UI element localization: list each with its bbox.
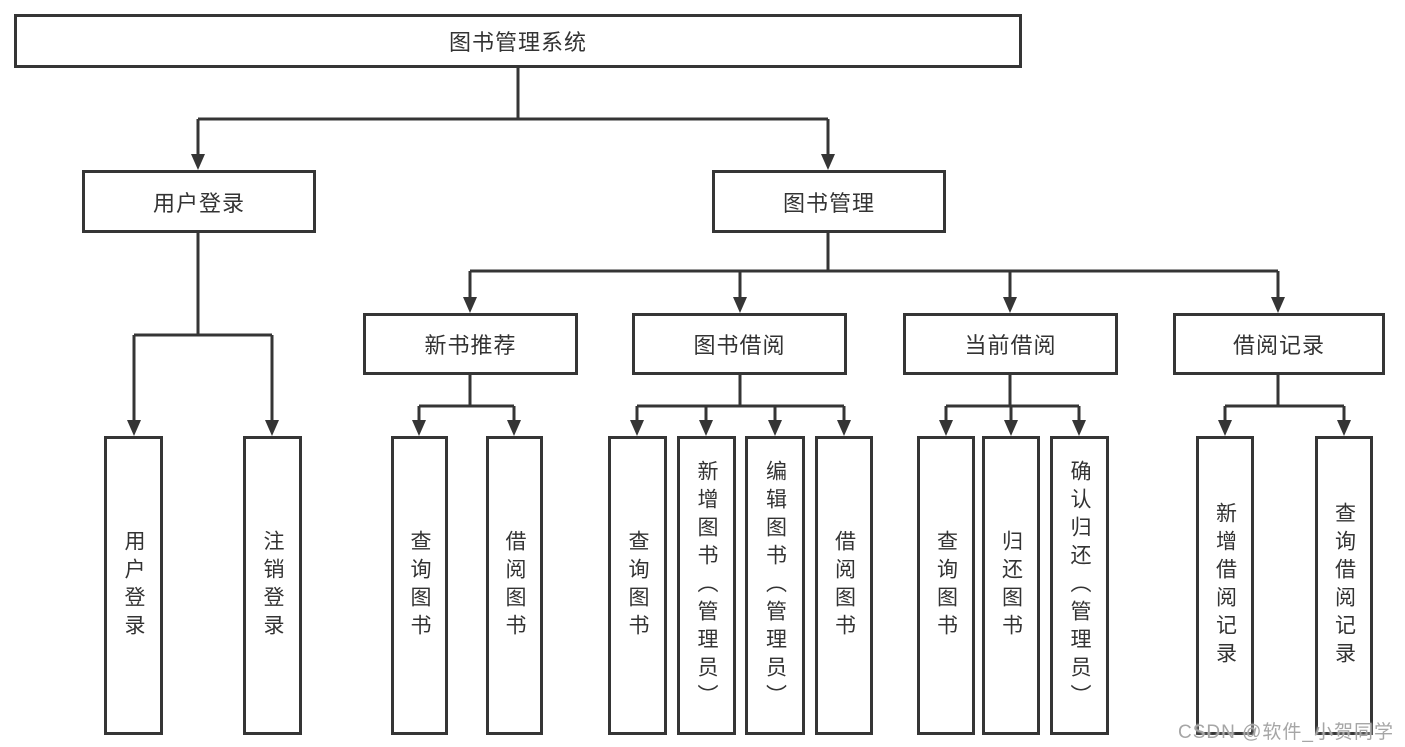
node-user-login-branch-label: 用户登录 [152,190,245,216]
leaf-logout-label: 注销登录 [261,529,284,642]
arrowhead-icon [733,297,747,313]
arrowhead-icon [1218,420,1232,436]
arrowhead-icon [1004,420,1018,436]
node-new-book-recommend-label: 新书推荐 [424,333,517,358]
leaf-query-books-current-label: 查询图书 [934,529,958,642]
arrowhead-icon [507,420,521,436]
leaf-user-login-label: 用户登录 [122,529,145,642]
leaf-add-books-admin: 新增图书（管理员） [677,436,736,735]
arrowhead-icon [1072,420,1086,436]
csdn-watermark: CSDN @软件_小贺同学 [1178,722,1394,743]
node-borrow-records-label: 借阅记录 [1232,333,1325,358]
leaf-query-books-borrow-label: 查询图书 [626,529,649,642]
leaf-add-borrow-record-label: 新增借阅记录 [1213,501,1237,670]
arrowhead-icon [265,420,279,436]
leaf-borrow-books-recommend: 借阅图书 [486,436,543,735]
leaf-query-books-borrow: 查询图书 [608,436,667,735]
leaf-borrow-books: 借阅图书 [815,436,873,735]
node-new-book-recommend: 新书推荐 [363,313,578,375]
arrowhead-icon [1337,420,1351,436]
node-root-system: 图书管理系统 [14,14,1022,68]
node-user-login-branch: 用户登录 [82,170,316,233]
leaf-query-borrow-record-label: 查询借阅记录 [1332,501,1356,670]
connector-current-borrow-children [939,375,1086,436]
leaf-query-books-recommend-label: 查询图书 [408,529,431,642]
node-book-management-branch: 图书管理 [712,170,946,233]
arrowhead-icon [821,154,835,170]
leaf-user-login: 用户登录 [104,436,163,735]
node-book-borrow: 图书借阅 [632,313,847,375]
leaf-edit-books-admin-label: 编辑图书（管理员） [763,459,787,712]
leaf-confirm-return-admin-label: 确认归还（管理员） [1068,459,1091,712]
arrowhead-icon [127,420,141,436]
node-borrow-records: 借阅记录 [1173,313,1385,375]
leaf-return-books: 归还图书 [982,436,1040,735]
connector-borrow-records-children [1218,375,1351,436]
arrowhead-icon [1003,297,1017,313]
leaf-add-books-admin-label: 新增图书（管理员） [695,459,718,712]
connector-book-borrow-children [630,375,851,436]
leaf-query-books-current: 查询图书 [917,436,975,735]
leaf-borrow-books-recommend-label: 借阅图书 [503,529,526,642]
node-current-borrow: 当前借阅 [903,313,1118,375]
leaf-query-books-recommend: 查询图书 [391,436,448,735]
arrowhead-icon [699,420,713,436]
node-book-borrow-label: 图书借阅 [693,333,786,358]
connector-root-to-level2 [191,68,835,170]
arrowhead-icon [412,420,426,436]
leaf-query-borrow-record: 查询借阅记录 [1315,436,1373,735]
connector-new-book-recommend-children [412,375,521,436]
connector-user-login-children [127,233,279,436]
arrowhead-icon [1271,297,1285,313]
leaf-confirm-return-admin: 确认归还（管理员） [1050,436,1109,735]
leaf-borrow-books-label: 借阅图书 [832,529,856,642]
leaf-add-borrow-record: 新增借阅记录 [1196,436,1254,735]
connector-book-management-children [463,233,1285,313]
node-current-borrow-label: 当前借阅 [964,333,1057,358]
node-root-label: 图书管理系统 [448,30,587,55]
arrowhead-icon [768,420,782,436]
arrowhead-icon [191,154,205,170]
arrowhead-icon [837,420,851,436]
leaf-return-books-label: 归还图书 [999,529,1023,642]
arrowhead-icon [630,420,644,436]
leaf-edit-books-admin: 编辑图书（管理员） [745,436,805,735]
arrowhead-icon [463,297,477,313]
node-book-management-branch-label: 图书管理 [782,190,875,216]
leaf-logout: 注销登录 [243,436,302,735]
arrowhead-icon [939,420,953,436]
